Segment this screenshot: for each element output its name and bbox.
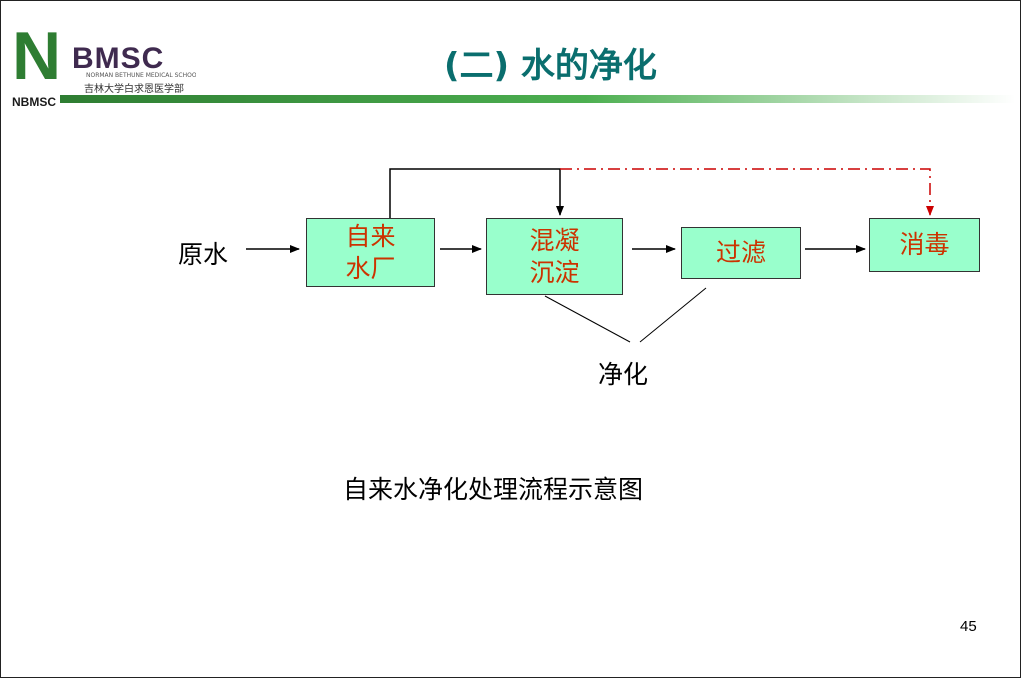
header-bar [60,95,1015,103]
node-waterworks: 自来 水厂 [306,218,435,287]
logo-footer: NBMSC [12,95,56,109]
node-filtration-label: 过滤 [715,238,766,267]
purification-bracket-right [639,287,707,343]
node-coagulation-line1: 混凝 [529,225,580,255]
dashed-disinfection-arrow [560,168,934,216]
raw-water-label: 原水 [178,240,229,269]
node-coagulation: 混凝 沉淀 [486,218,623,295]
slide-title: (二) 水的净化 [444,46,657,86]
node-filtration: 过滤 [681,227,801,279]
bypass-arrow [389,168,564,218]
purification-label: 净化 [598,360,649,389]
nbmsc-logo: N BMSC NORMAN BETHUNE MEDICAL SCHOOL OF … [8,8,198,112]
logo-subtitle: 吉林大学白求恩医学部 [84,84,184,95]
node-coagulation-line2: 沉淀 [529,257,580,287]
logo-letter: N [12,18,62,94]
logo-name: BMSC [72,42,165,75]
page-number: 45 [960,618,977,635]
node-disinfection: 消毒 [869,218,980,272]
purification-bracket-left [544,295,631,343]
node-disinfection-label: 消毒 [899,230,950,259]
logo-small-text: NORMAN BETHUNE MEDICAL SCHOOL OF JILIN U… [86,72,196,79]
node-waterworks-line1: 自来 [345,221,396,251]
diagram-caption: 自来水净化处理流程示意图 [343,475,644,504]
node-waterworks-line2: 水厂 [345,253,396,283]
